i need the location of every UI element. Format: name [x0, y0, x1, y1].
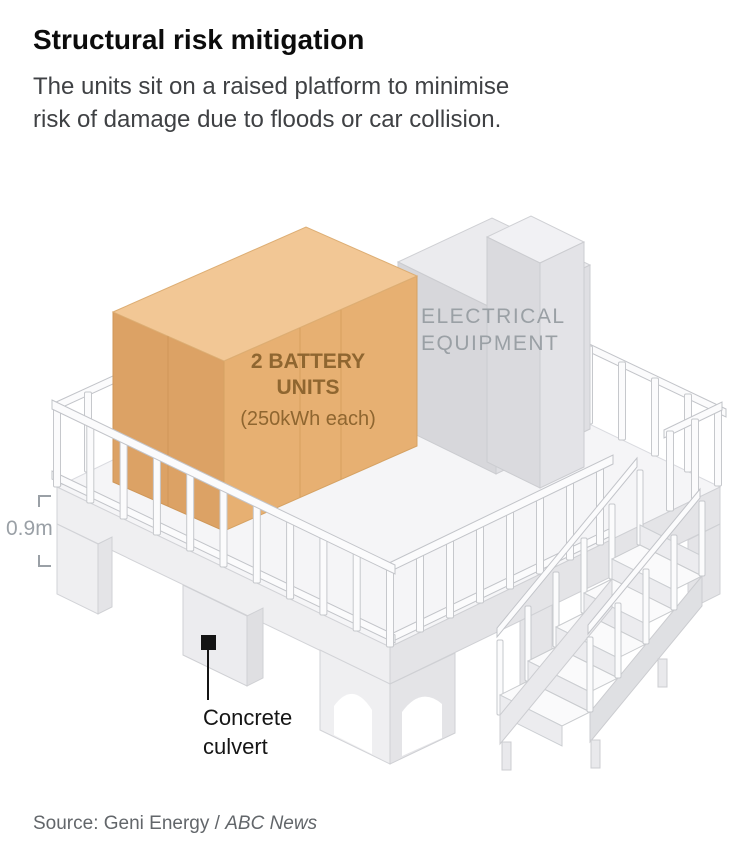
support-leg-side — [97, 536, 113, 615]
source-publication: ABC News — [225, 813, 318, 834]
battery-top-face — [111, 226, 419, 362]
battery-capacity: (250kWh each) — [240, 408, 376, 430]
pier-arch-opening — [334, 693, 372, 754]
railing-post — [286, 518, 295, 600]
pier-arch-opening — [402, 696, 442, 756]
railing-post — [219, 486, 228, 568]
culvert-pointer — [201, 635, 216, 700]
railing-post — [476, 522, 484, 604]
battery-units-name: 2 BATTERY UNITS — [250, 350, 366, 399]
railing-post — [618, 361, 626, 441]
electrical-equipment-label: ELECTRICAL EQUIPMENT — [421, 305, 565, 355]
equipment-front-face — [486, 236, 541, 489]
railing-post — [416, 551, 424, 633]
railing-post — [614, 602, 622, 679]
railing-front-left — [51, 399, 396, 648]
railing-post — [684, 393, 692, 473]
railing-post — [536, 493, 544, 575]
culvert-marker-square — [201, 635, 216, 650]
railing-post — [252, 502, 261, 584]
railing-post — [186, 470, 195, 552]
railing-top-rail — [496, 456, 638, 639]
stair-stringer-outer — [589, 574, 703, 744]
platform-height-label: 0.9m — [6, 517, 53, 540]
staircase — [496, 456, 706, 771]
height-measure-ticks — [38, 495, 51, 567]
page-title: Structural risk mitigation — [33, 24, 365, 55]
railing-post — [352, 550, 361, 632]
culvert-label: Concrete culvert — [203, 705, 293, 759]
electrical-equipment-column — [485, 215, 586, 489]
concrete-culvert-side — [246, 607, 264, 687]
railing-post — [586, 636, 594, 713]
railing-post — [319, 534, 328, 616]
railing-post — [86, 422, 95, 504]
stair-railing-near — [586, 487, 706, 713]
railing-post — [152, 454, 161, 536]
railing-post — [53, 406, 61, 488]
subtitle-line-1: The units sit on a raised platform to mi… — [33, 73, 510, 100]
battery-units-label: 2 BATTERY UNITS (250kWh each) — [208, 349, 408, 431]
railing-post — [446, 537, 454, 619]
railing-post — [651, 377, 659, 457]
railing-post — [642, 568, 650, 645]
subtitle-line-2: risk of damage due to floods or car coll… — [33, 106, 502, 133]
railing-post — [666, 430, 674, 512]
subtitle: The units sit on a raised platform to mi… — [33, 70, 509, 136]
railing-top-rail — [587, 487, 701, 636]
railing-post — [119, 438, 128, 520]
railing-post — [386, 566, 394, 648]
measure-tick-top — [38, 495, 51, 507]
stair-leg — [590, 739, 601, 769]
source-attribution: Source: Geni Energy / ABC News — [33, 813, 317, 835]
stair-leg — [657, 658, 668, 688]
railing-post — [691, 418, 699, 500]
railing-post — [506, 508, 514, 590]
measure-tick-bottom — [38, 555, 51, 567]
railing-post — [698, 500, 706, 577]
equipment-side-face — [539, 241, 585, 489]
stair-leg — [501, 741, 512, 771]
source-text: Source: Geni Energy / — [33, 813, 226, 834]
battery-units-box — [111, 226, 419, 532]
railing-post — [670, 534, 678, 611]
railing-post — [714, 407, 722, 487]
railing-top-rail — [51, 399, 396, 575]
